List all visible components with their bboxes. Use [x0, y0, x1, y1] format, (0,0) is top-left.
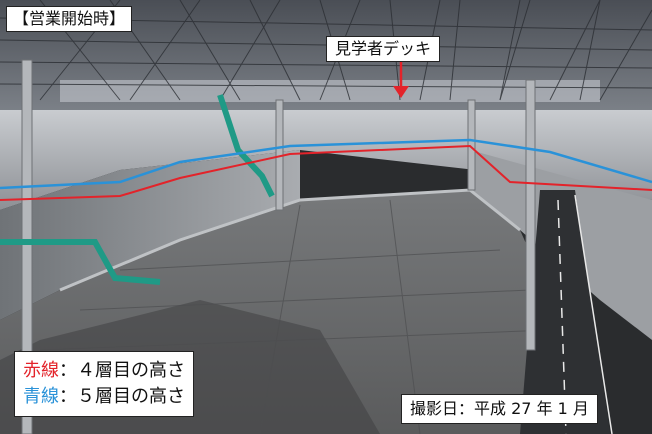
legend-red-name: 赤線 [23, 360, 59, 381]
title-label: 【営業開始時】 [6, 6, 133, 32]
blue-line-layer5 [0, 138, 652, 190]
legend-row-blue: 青線：５層目の高さ [23, 384, 185, 410]
green-pipe [0, 239, 161, 285]
legend-box: 赤線：４層目の高さ 青線：５層目の高さ [14, 351, 194, 418]
legend-blue-text: ：５層目の高さ [59, 386, 185, 408]
legend-blue-name: 青線 [23, 386, 59, 408]
access-road [520, 190, 610, 434]
deck-arrow-head [393, 86, 409, 98]
pit-rim [59, 188, 521, 292]
left-slope [0, 150, 300, 320]
back-wall [0, 110, 652, 210]
road-lane-line [557, 199, 567, 434]
legend-red-text: ：４層目の高さ [59, 360, 185, 381]
legend-row-red: 赤線：４層目の高さ [23, 358, 185, 384]
photo-date-label: 撮影日：平成 27 年 1 月 [401, 394, 598, 424]
road-edge-line [574, 194, 613, 434]
support-columns [21, 59, 536, 434]
deck-label: 見学者デッキ [326, 36, 441, 62]
red-line-layer4 [0, 144, 652, 201]
roof-light [60, 80, 600, 102]
roof-trusses [0, 0, 652, 101]
